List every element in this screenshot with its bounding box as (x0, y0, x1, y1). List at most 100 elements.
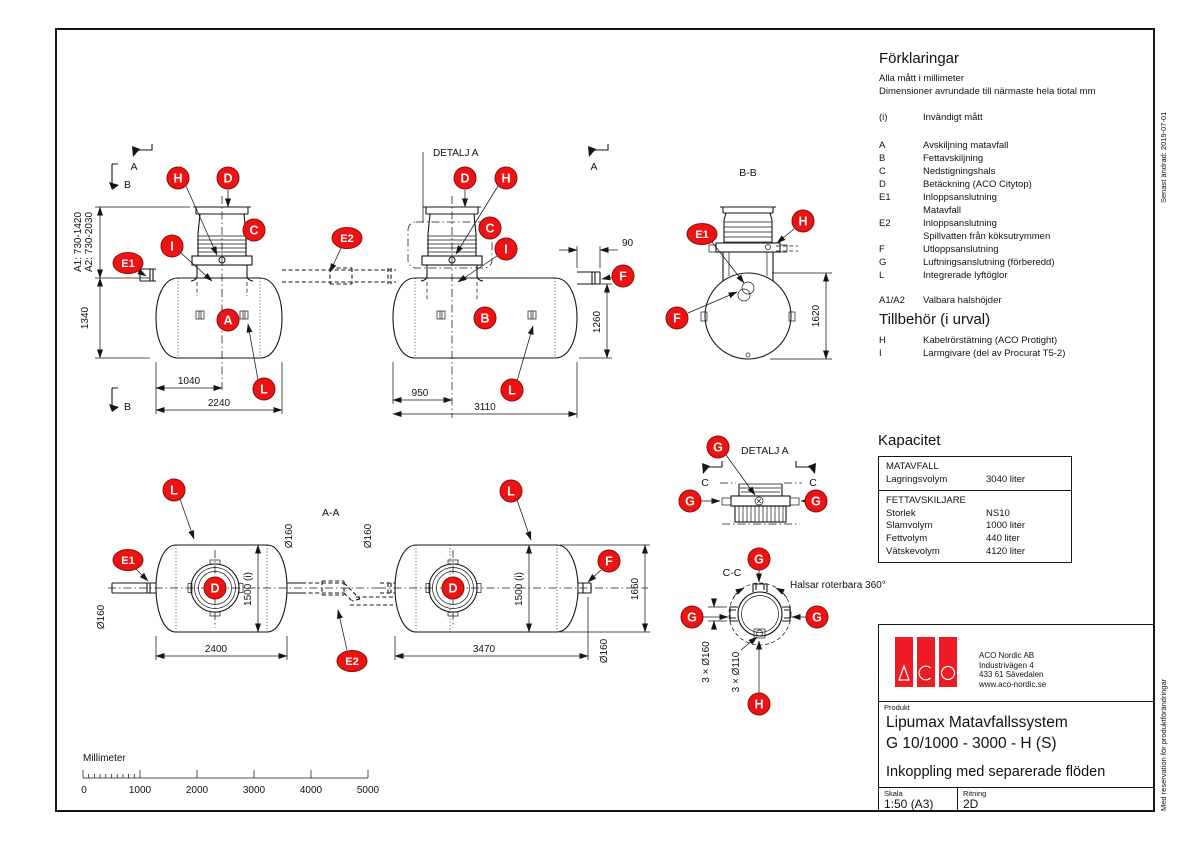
callout-d: D (448, 582, 457, 596)
drawing-label: Ritning (963, 789, 987, 798)
dim-1040: 1040 (178, 376, 201, 387)
legend-item: (i)Invändigt mått (879, 112, 983, 123)
legend-note: Dimensioner avrundade till närmaste hela… (879, 86, 1096, 97)
view-cc: C-C 3 × Ø160 3 × Ø110 Halsar roterbara 3… (701, 567, 886, 692)
company-street: Industrivägen 4 (979, 660, 1034, 670)
capacity-section-header: FETTAVSKILJARE (886, 495, 966, 507)
scale-tick-4000: 4000 (300, 785, 323, 796)
vent-stub-left (721, 497, 732, 506)
cable-entry-stub (753, 628, 766, 639)
legend-title: Förklaringar (879, 50, 960, 67)
scale-cell: Skala 1:50 (A3) (879, 787, 958, 811)
tank2-side-view: DETALJ A 90 1260 950 3110 A (392, 144, 634, 418)
callout-h: H (173, 172, 182, 186)
drawing-cell: Ritning 2D (957, 787, 1154, 811)
callout-h: H (798, 215, 807, 229)
scale-value: 1:50 (A3) (884, 797, 934, 811)
scale-bar-title: Millimeter (83, 753, 126, 764)
section-letter-b: B (124, 401, 131, 413)
product-subtitle: Inkoppling med separerade flöden (886, 764, 1106, 780)
callouts: H D C I E1 A L E2 D H C I B L F E1 F H G (112, 166, 829, 716)
vent-stub-right (789, 497, 800, 506)
callout-l: L (508, 384, 516, 398)
section-letter-b: B (124, 179, 131, 191)
callout-c: C (485, 222, 494, 236)
scale-label: Skala (884, 789, 903, 798)
section-marker-c-right: C (795, 461, 817, 489)
vent-stub-left (729, 606, 738, 622)
dim-dia160: Ø160 (96, 604, 107, 629)
callout-d: D (460, 172, 469, 186)
lifting-eyes (436, 310, 537, 320)
section-marker-a: A (130, 144, 153, 173)
legend-note: Alla mått i millimeter (879, 73, 964, 84)
callout-l: L (507, 485, 515, 499)
view-bb-label: B-B (739, 167, 757, 179)
callout-f: F (619, 270, 627, 284)
callout-f: F (605, 555, 613, 569)
scale-tick-3000: 3000 (243, 785, 266, 796)
dim-a2: A2: 730-2030 (84, 212, 95, 272)
product-label: Produkt (884, 703, 910, 712)
dim-3470: 3470 (473, 644, 496, 655)
callout-i: I (170, 240, 173, 254)
callout-g: G (812, 611, 822, 625)
callout-i: I (504, 243, 507, 257)
callout-g: G (811, 495, 821, 509)
callout-e1: E1 (121, 555, 134, 567)
company-name: ACO Nordic AB (979, 651, 1035, 660)
product-model: G 10/1000 - 3000 - H (S) (886, 735, 1057, 752)
dim-1500i: 1500 (i) (514, 572, 525, 606)
title-block: ACO Nordic AB Industrivägen 4 433 61 Säv… (878, 624, 1155, 812)
scale-tick-0: 0 (81, 785, 87, 796)
view-detail-a: DETALJ A C C (701, 445, 817, 525)
drawing-value: 2D (963, 797, 979, 811)
company-address: ACO Nordic AB Industrivägen 4 433 61 Säv… (979, 651, 1046, 689)
title-block-logo-row: ACO Nordic AB Industrivägen 4 433 61 Säv… (879, 625, 1154, 702)
dim-3x110: 3 × Ø110 (731, 651, 742, 692)
company-city: 433 61 Sävedalen (979, 670, 1044, 680)
dim-1260: 1260 (592, 310, 603, 333)
aco-logo (895, 637, 957, 687)
callout-e2: E2 (340, 233, 353, 245)
dim-1660: 1660 (630, 577, 641, 600)
cable-gland-fitting (218, 256, 226, 264)
dim-3110: 3110 (474, 402, 496, 413)
outlet-pipe-section (737, 288, 751, 302)
accessories-title: Tillbehör (i urval) (879, 311, 991, 328)
view-cc-label: C-C (723, 567, 742, 579)
aco-logo-letter-c-icon (917, 637, 935, 687)
callout-d: D (223, 172, 232, 186)
callout-g: G (713, 441, 723, 455)
dim-1500i: 1500 (i) (243, 572, 254, 606)
callout-f: F (673, 312, 681, 326)
callout-e2: E2 (345, 656, 358, 668)
callout-b: B (480, 312, 489, 326)
cable-gland-fitting (448, 256, 456, 264)
callout-e1: E1 (695, 229, 708, 241)
company-website: www.aco-nordic.se (979, 679, 1047, 689)
tank2-plan-view: 1500 (i) 3470 Ø160 1660 (378, 544, 650, 663)
lifting-eyes (195, 310, 249, 320)
view-bb: B-B 1620 (700, 167, 832, 360)
callout-h: H (501, 172, 510, 186)
section-marker-b-top: B (109, 163, 131, 191)
section-marker-a: A (588, 144, 609, 173)
capacity-section-header: MATAVFALL (886, 461, 939, 472)
dim-dia160: Ø160 (599, 638, 610, 663)
detail-a-label: DETALJ A (433, 148, 479, 159)
